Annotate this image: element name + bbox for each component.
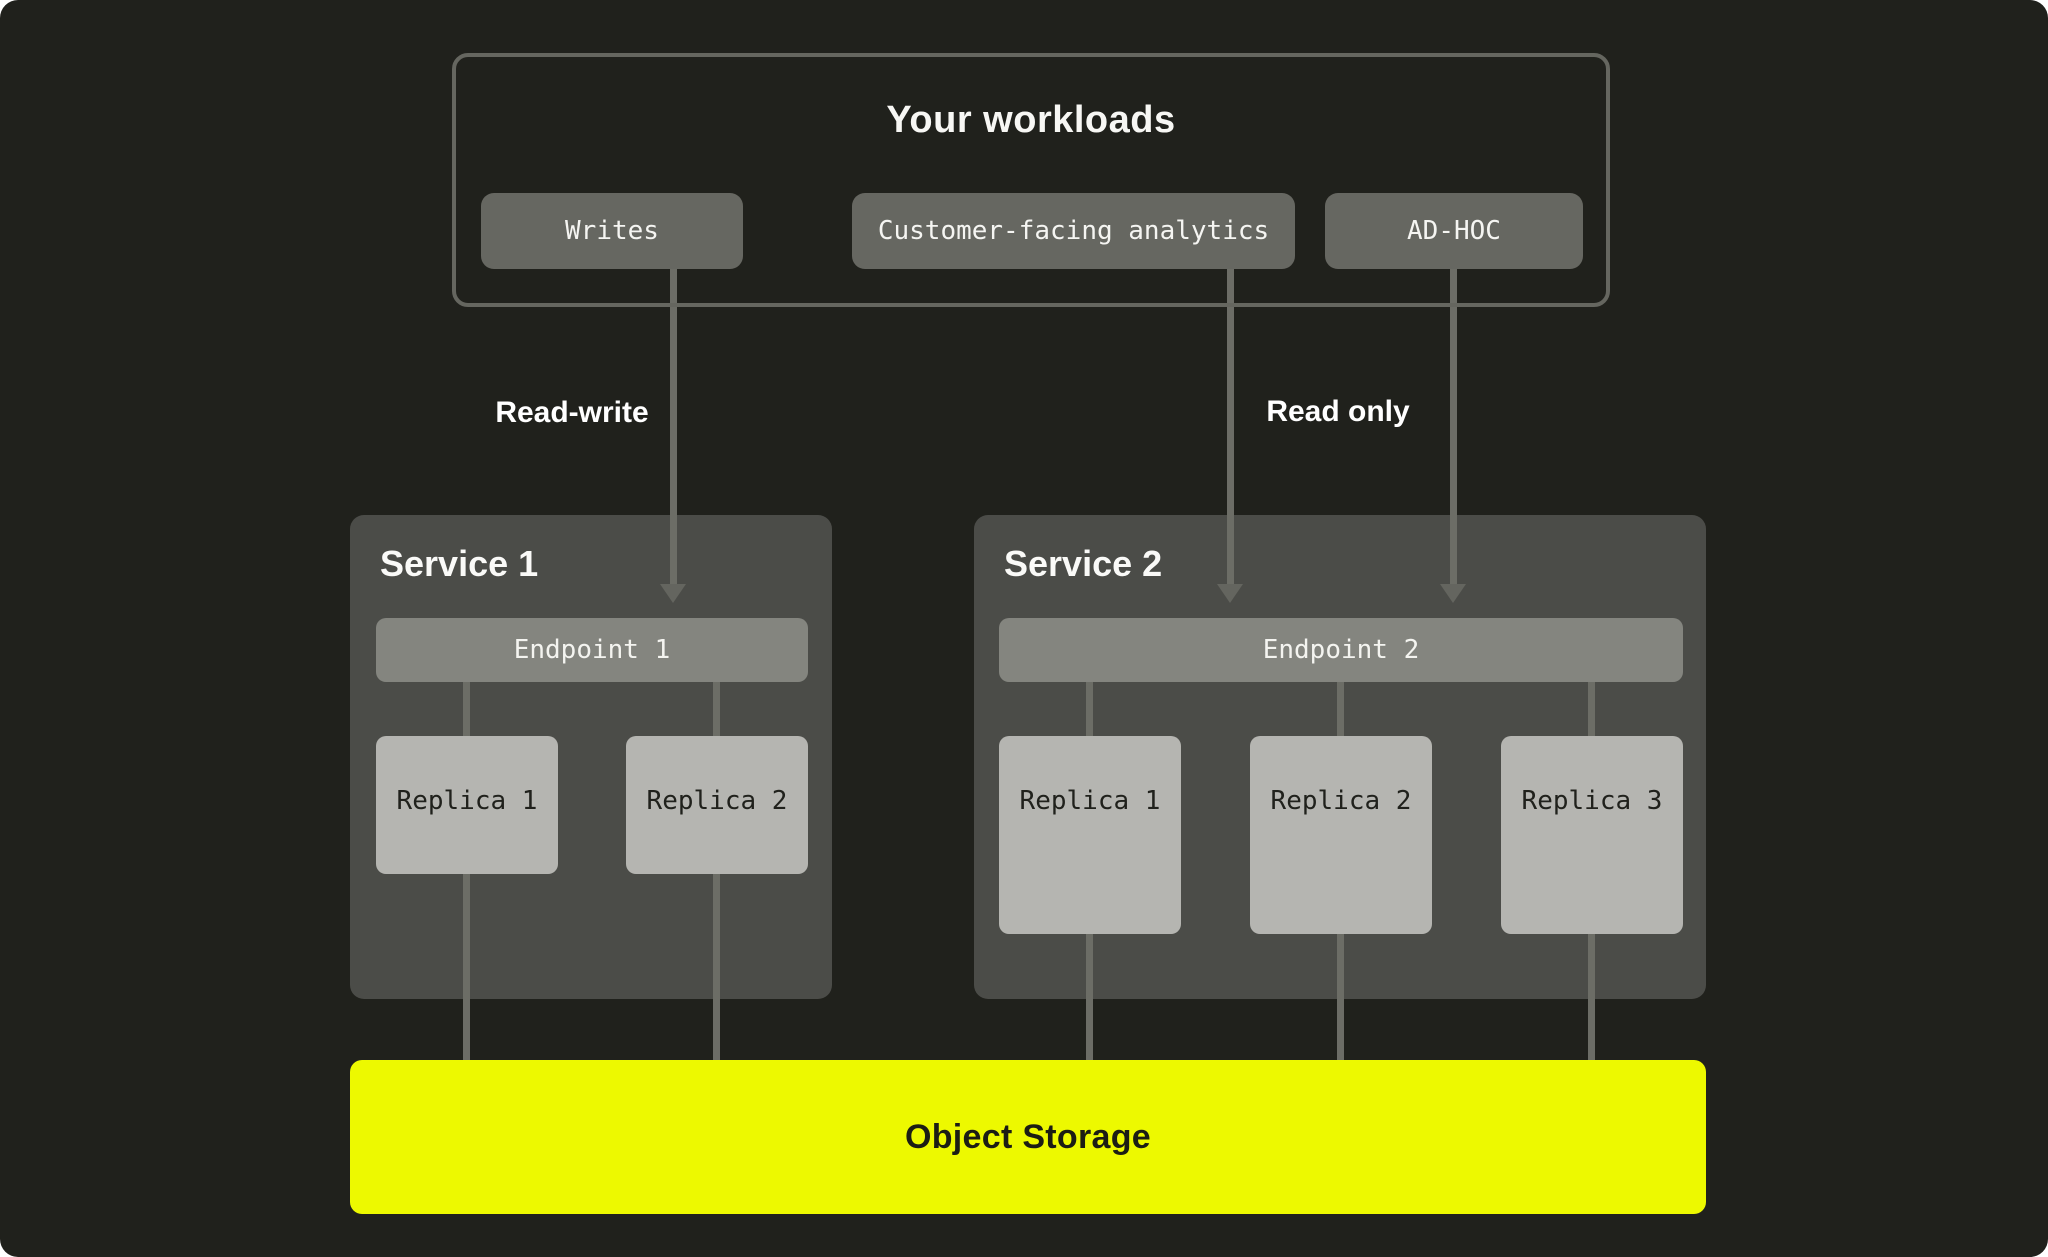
arrow-down-icon [1217,584,1243,603]
connector-line [713,682,720,736]
workloads-panel: Your workloads [452,53,1610,307]
flow-line-analytics [1227,269,1234,587]
service-2-endpoint: Endpoint 2 [999,618,1683,682]
workload-chip-customer-facing-analytics: Customer-facing analytics [852,193,1295,269]
service-1-replica-2: Replica 2 [626,736,808,874]
service-1-replica-1: Replica 1 [376,736,558,874]
connector-line [1337,934,1344,1060]
service-1-title: Service 1 [380,543,539,584]
service-1-endpoint: Endpoint 1 [376,618,808,682]
connector-line [463,874,470,1060]
service-2-replica-2: Replica 2 [1250,736,1432,934]
arrow-down-icon [660,584,686,603]
connector-line [463,682,470,736]
flow-line-writes [670,269,677,587]
read-only-label: Read only [1266,395,1410,428]
object-storage-label: Object Storage [904,1117,1152,1156]
service-2-replica-3: Replica 3 [1501,736,1683,934]
connector-line [1337,682,1344,736]
connector-line [713,874,720,1060]
connector-line [1588,934,1595,1060]
read-write-label: Read-write [495,396,649,429]
workload-chip-writes: Writes [481,193,743,269]
workload-chip-ad-hoc: AD-HOC [1325,193,1583,269]
connector-line [1086,934,1093,1060]
connector-line [1588,682,1595,736]
service-2-title: Service 2 [1004,543,1163,584]
flow-line-adhoc [1450,269,1457,587]
service-2-replica-1: Replica 1 [999,736,1181,934]
workloads-title: Your workloads [886,99,1176,141]
arrow-down-icon [1440,584,1466,603]
connector-line [1086,682,1093,736]
object-storage-bar: Object Storage [350,1060,1706,1214]
